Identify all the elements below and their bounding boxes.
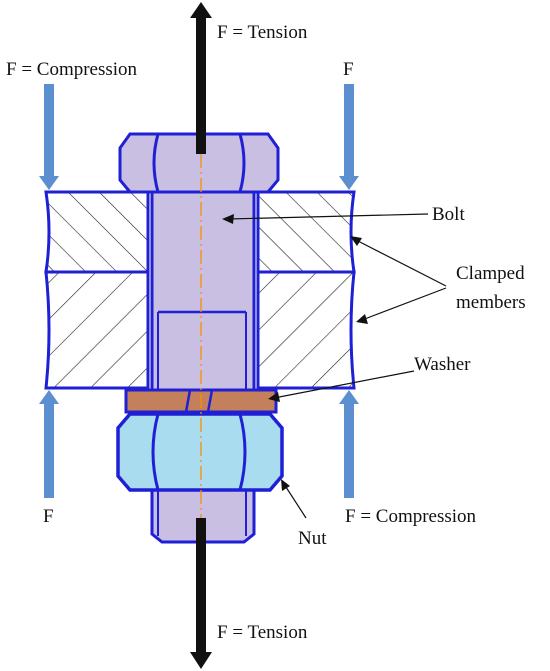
label-tension-top: F = Tension	[217, 22, 308, 43]
label-bolt: Bolt	[432, 204, 465, 225]
compression-arrow-bottom-left	[39, 390, 59, 498]
label-compression-bottom-left: F	[43, 506, 54, 527]
label-nut: Nut	[298, 528, 327, 549]
bottom-clamped-member	[44, 270, 356, 390]
label-compression-top-right: F	[343, 59, 354, 80]
compression-arrow-top-left	[39, 84, 59, 190]
label-washer: Washer	[414, 354, 471, 375]
label-tension-bottom: F = Tension	[217, 622, 308, 643]
label-clamped-members-line2: members	[456, 292, 526, 313]
label-clamped-members-line1: Clamped	[456, 263, 525, 284]
tension-rod-top	[190, 2, 212, 154]
compression-arrow-top-right	[339, 84, 359, 190]
nut	[116, 412, 284, 492]
bolt-head	[118, 132, 280, 194]
tension-rod-bottom	[190, 518, 212, 669]
label-compression-bottom-right: F = Compression	[345, 506, 477, 527]
label-compression-top-left: F = Compression	[6, 59, 138, 80]
leader-lines	[222, 213, 447, 519]
compression-arrow-bottom-right	[339, 390, 359, 498]
bolt-shank	[150, 190, 256, 392]
